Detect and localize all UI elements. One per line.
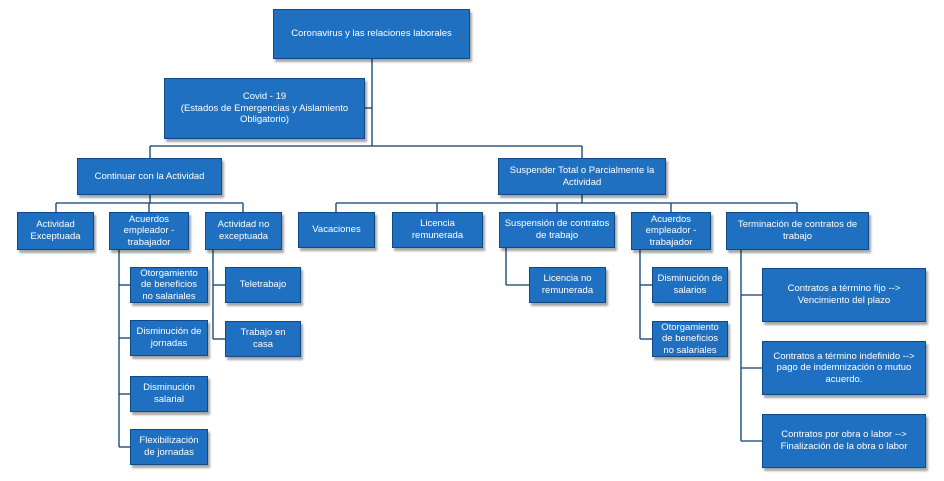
node-actividad-no-exceptuada: Actividad no exceptuada: [205, 212, 282, 250]
node-licencia-remunerada: Licencia remunerada: [392, 212, 483, 248]
node-obra-labor: Contratos por obra o labor --> Finalizac…: [762, 414, 926, 468]
node-covid: Covid - 19 (Estados de Emergencias y Ais…: [164, 78, 365, 139]
node-teletrabajo: Teletrabajo: [225, 267, 301, 303]
node-disminucion-salarios: Disminución de salarios: [652, 267, 728, 303]
node-licencia-no-remunerada: Licencia no remunerada: [529, 267, 606, 303]
node-disminucion-jornadas: Disminución de jornadas: [130, 320, 208, 356]
node-flexibilizacion: Flexibilización de jornadas: [130, 429, 208, 465]
node-acuerdos-2: Acuerdos empleador - trabajador: [631, 212, 711, 250]
node-otorgamiento-2: Otorgamiento de beneficios no salariales: [652, 321, 728, 357]
node-termino-indefinido: Contratos a término indefinido --> pago …: [762, 341, 926, 395]
node-suspender: Suspender Total o Parcialmente la Activi…: [498, 158, 666, 195]
node-continuar: Continuar con la Actividad: [77, 158, 222, 195]
node-suspension-contratos: Suspensión de contratos de trabajo: [499, 212, 615, 248]
node-termino-fijo: Contratos a término fijo --> Vencimiento…: [762, 268, 926, 322]
node-vacaciones: Vacaciones: [298, 212, 375, 248]
node-acuerdos-1: Acuerdos empleador - trabajador: [109, 212, 189, 250]
node-otorgamiento-1: Otorgamiento de beneficios no salariales: [130, 267, 208, 303]
node-trabajo-casa: Trabajo en casa: [225, 321, 301, 357]
node-terminacion: Terminación de contratos de trabajo: [726, 212, 869, 250]
node-root: Coronavirus y las relaciones laborales: [273, 9, 470, 59]
node-actividad-exceptuada: Actividad Exceptuada: [17, 212, 94, 250]
node-disminucion-salarial: Disminución salarial: [130, 376, 208, 412]
